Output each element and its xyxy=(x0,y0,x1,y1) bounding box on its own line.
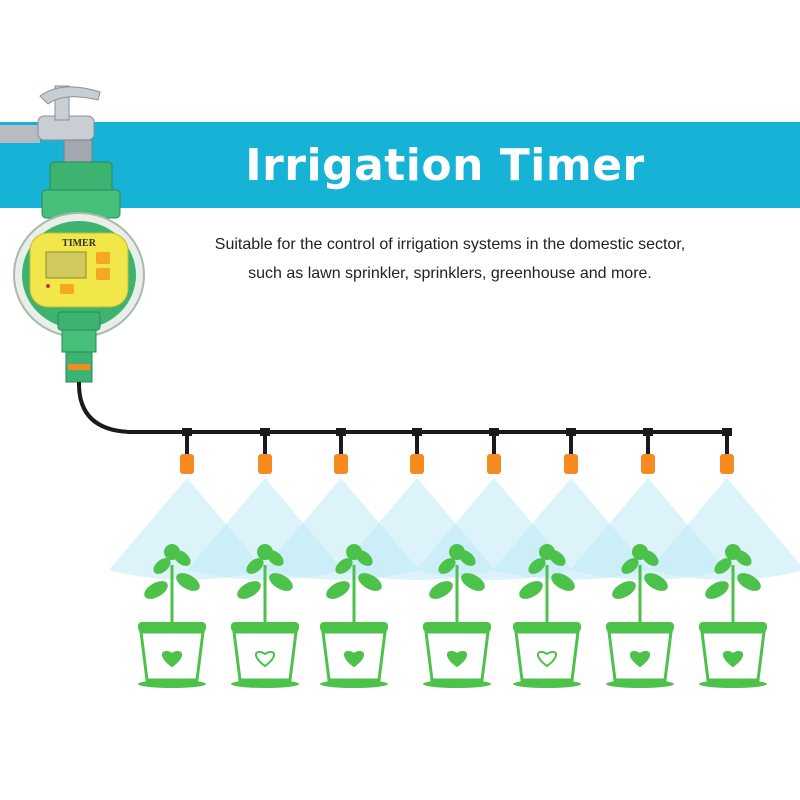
heart-icon xyxy=(344,650,364,668)
page-title: Irrigation Timer xyxy=(245,139,645,191)
timer-device-label: TIMER xyxy=(62,238,97,249)
flower-pot xyxy=(138,544,206,688)
sprinkler-nozzle xyxy=(641,428,655,474)
flower-pot xyxy=(231,544,299,688)
flower-pot xyxy=(606,544,674,688)
sprinkler-nozzle xyxy=(410,428,424,474)
sprinkler-nozzle xyxy=(720,428,734,474)
title-banner xyxy=(0,122,800,208)
heart-icon xyxy=(447,650,467,668)
flower-pot xyxy=(423,544,491,688)
heart-icon xyxy=(162,650,182,668)
heart-icon xyxy=(630,650,650,668)
heart-icon xyxy=(537,650,557,668)
sprinkler-nozzle xyxy=(180,428,194,474)
flower-pot xyxy=(513,544,581,688)
description-line-2: such as lawn sprinkler, sprinklers, gree… xyxy=(248,265,652,282)
description-line-1: Suitable for the control of irrigation s… xyxy=(214,236,686,253)
main-hose xyxy=(76,381,729,448)
sprinkler-nozzle xyxy=(258,428,272,474)
irrigation-timer-device: TIMER xyxy=(13,161,145,383)
description-text: Suitable for the control of irrigation s… xyxy=(160,230,740,288)
flower-pots xyxy=(138,544,767,688)
flower-pot xyxy=(699,544,767,688)
spray-cone xyxy=(649,478,800,580)
sprinkler-nozzle xyxy=(487,428,501,474)
heart-icon xyxy=(255,650,275,668)
flower-pot xyxy=(320,544,388,688)
sprinkler-nozzle xyxy=(334,428,348,474)
sprinkler-nozzles xyxy=(180,428,734,474)
sprinkler-nozzle xyxy=(564,428,578,474)
heart-icon xyxy=(723,650,743,668)
faucet xyxy=(0,85,101,167)
